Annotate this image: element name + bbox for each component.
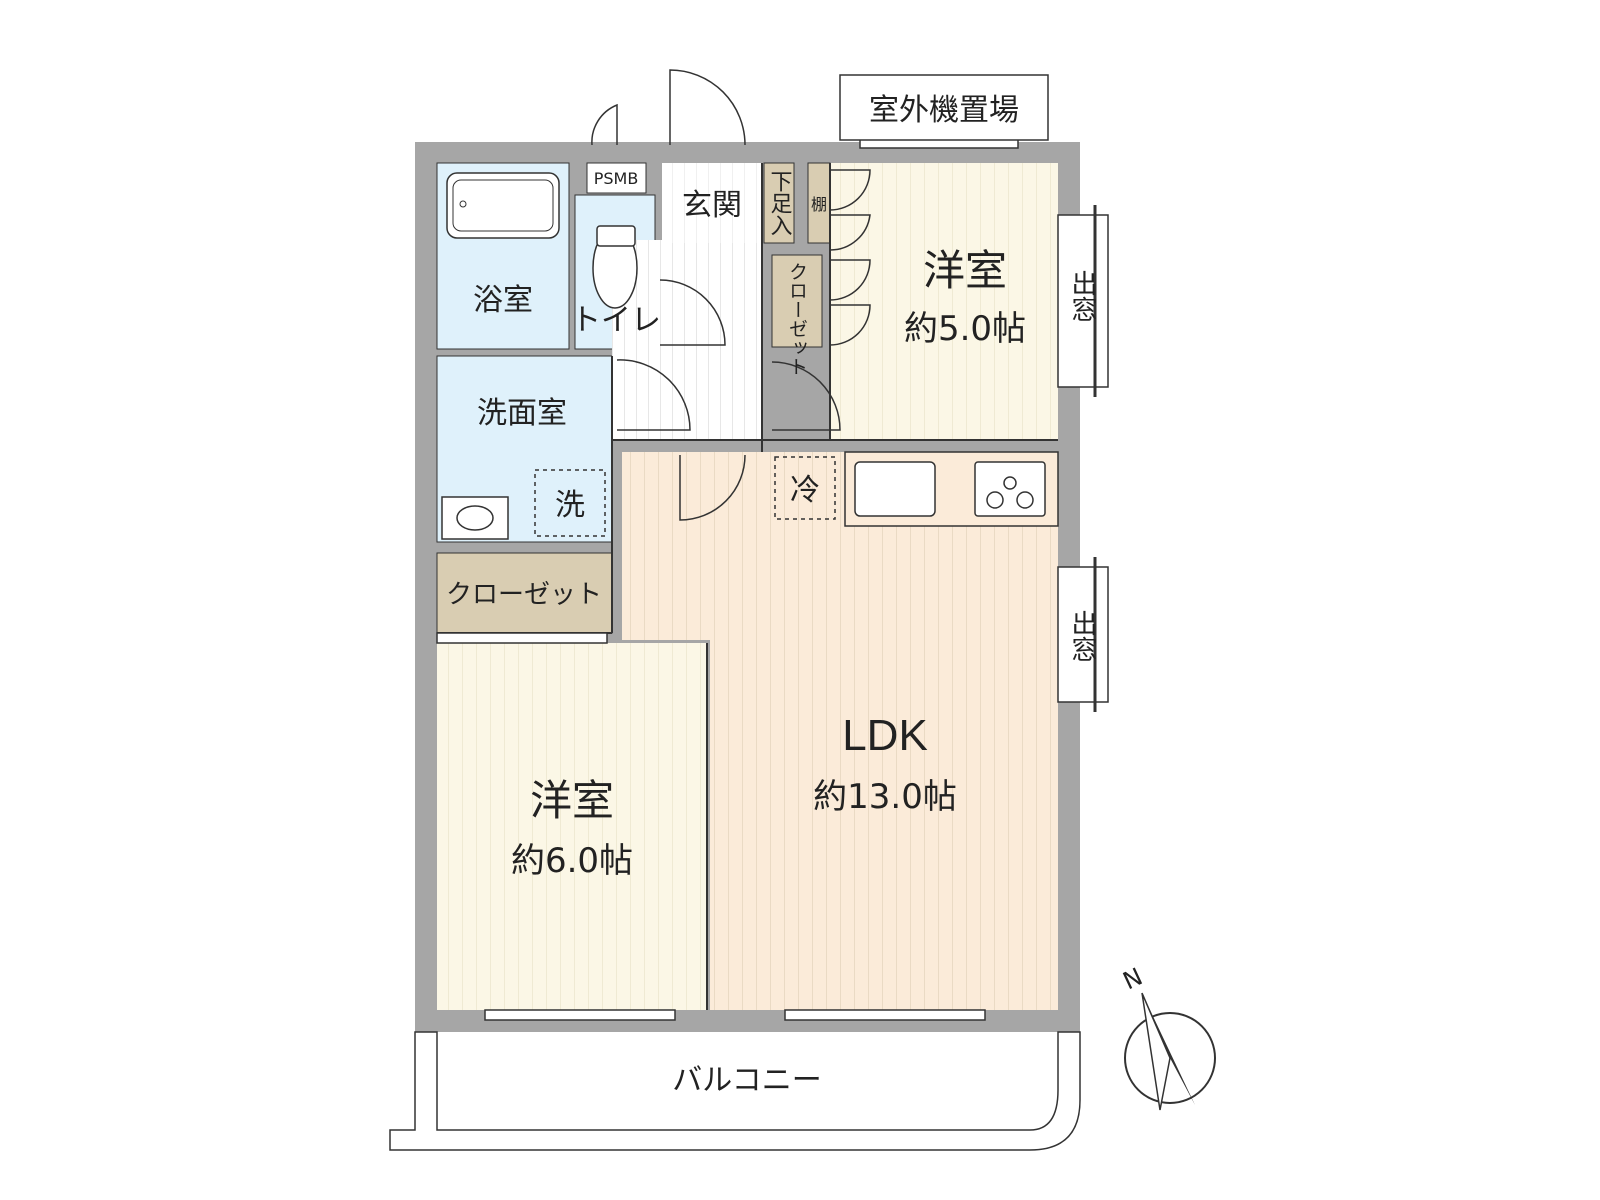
compass-needle-light [1141, 992, 1171, 1111]
shoe-box-text: 下足入 [767, 170, 793, 236]
compass-north-label: N [1119, 962, 1147, 995]
outdoor-unit-label: 室外機置場 [869, 93, 1019, 128]
washer-space [534, 469, 606, 537]
bedroom-west-stripes [437, 643, 707, 1010]
washer-label: 洗 [555, 488, 585, 523]
stove-burner-2 [1016, 491, 1034, 509]
balcony-outline [389, 1031, 1081, 1151]
bay-window-1-label: 出窓 [1067, 270, 1097, 322]
bathtub-inner [452, 179, 554, 232]
shoe-box-label: 下足入 [767, 170, 793, 236]
kitchen-sink [854, 461, 936, 517]
ldk-stripes [622, 452, 1058, 1010]
basin-bowl [456, 505, 494, 531]
shoe-box [763, 162, 795, 244]
closet-small-label: クローゼット [786, 262, 808, 376]
bedroom-north-name: 洋室 [923, 246, 1007, 295]
compass-needle [1142, 993, 1195, 1105]
closet-small-text: クローゼット [786, 262, 808, 376]
toilet-label: トイレ [571, 303, 661, 338]
entrance-tiles [662, 163, 762, 243]
entrance-label: 玄関 [682, 188, 742, 223]
bay-window-2-box [1057, 566, 1109, 703]
toilet-tank [596, 225, 636, 247]
ldk-name: LDK [842, 711, 928, 760]
bay-window-2-label: 出窓 [1067, 610, 1097, 662]
stove-burner-3 [1003, 476, 1017, 490]
fridge-label: 冷 [790, 473, 820, 508]
shelf-label: 棚 [811, 195, 827, 214]
door-swings [591, 69, 871, 521]
bedroom-west-name: 洋室 [530, 776, 614, 825]
bay-window-1-box [1057, 214, 1109, 388]
washroom-label: 洗面室 [477, 396, 567, 431]
closet-small [771, 254, 823, 348]
bath-label: 浴室 [473, 283, 533, 318]
bedroom-west-area: 約6.0帖 [511, 841, 633, 881]
bedroom-north-stripes [830, 163, 1058, 440]
fridge-space [774, 456, 836, 520]
ldk-area: 約13.0帖 [813, 777, 957, 817]
bathtub [446, 172, 560, 239]
psmb-label: PSMB [594, 169, 639, 188]
wash-basin [441, 496, 509, 540]
compass [1124, 992, 1216, 1111]
balcony-label: バルコニー [672, 1063, 821, 1098]
psmb-box [586, 162, 647, 194]
bath-drain [459, 200, 467, 208]
closet-label: クローゼット [446, 580, 602, 610]
outdoor-unit-area [839, 74, 1049, 141]
stove-burner-1 [986, 491, 1004, 509]
bedroom-north-area: 約5.0帖 [904, 309, 1026, 349]
